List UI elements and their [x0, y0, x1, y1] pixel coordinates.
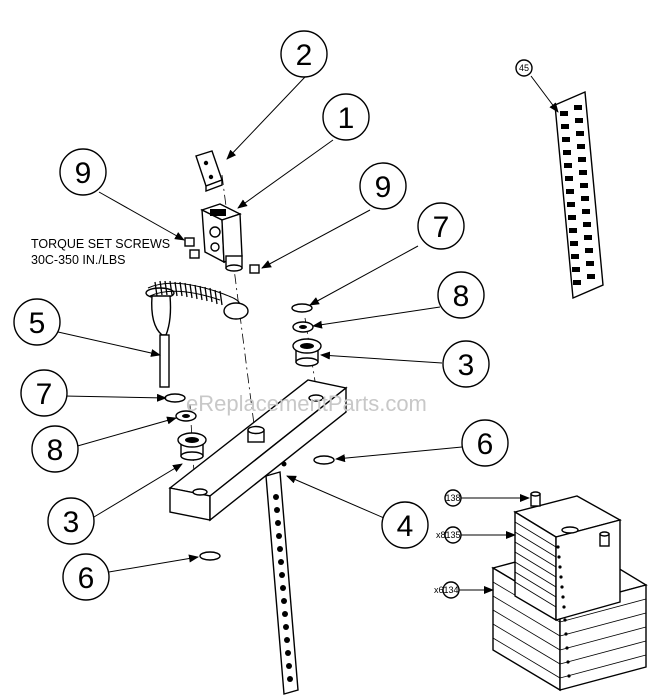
- part-4-selector-stem: [168, 379, 348, 695]
- svg-text:134: 134: [443, 585, 458, 595]
- svg-text:4: 4: [397, 510, 414, 543]
- part-1-selector-bracket: [200, 203, 243, 272]
- svg-text:45: 45: [519, 63, 529, 73]
- callout-7-right: 7: [417, 202, 465, 250]
- watermark: eReplacementParts.com: [186, 391, 427, 416]
- small-callout-134: x6 134: [434, 581, 494, 599]
- part-9-set-screw-right: [249, 264, 260, 274]
- svg-text:2: 2: [296, 39, 313, 72]
- svg-text:135: 135: [445, 530, 460, 540]
- callout-6-right: 6: [461, 419, 509, 467]
- svg-text:6: 6: [78, 562, 95, 595]
- callout-8-left: 8: [31, 425, 79, 473]
- selector-stem-holes: [273, 494, 293, 682]
- svg-text:9: 9: [375, 171, 392, 204]
- callout-9-left: 9: [59, 148, 107, 196]
- callout-7-left: 7: [20, 369, 68, 417]
- part-6-snap-ring-left: [199, 551, 221, 561]
- callout-2: 2: [280, 30, 328, 78]
- part-3-bushing-right: [292, 338, 322, 367]
- svg-text:138: 138: [445, 493, 460, 503]
- torque-note-line-1: TORQUE SET SCREWS: [31, 237, 170, 251]
- svg-text:6: 6: [477, 428, 494, 461]
- svg-text:1: 1: [338, 102, 355, 135]
- svg-text:3: 3: [63, 506, 80, 539]
- part-45-weight-decal: [554, 90, 604, 300]
- callout-4: 4: [381, 501, 429, 549]
- svg-text:x6: x6: [434, 585, 444, 595]
- part-8-washer-right: [292, 321, 314, 333]
- callout-leaders: [57, 76, 463, 575]
- callout-1: 1: [322, 93, 370, 141]
- svg-text:9: 9: [75, 157, 92, 190]
- svg-text:3: 3: [458, 349, 475, 382]
- part-2-top-plate: [195, 150, 223, 193]
- part-5-weight-pin: [145, 280, 249, 388]
- part-9-set-screw-left: [184, 237, 200, 259]
- svg-text:5: 5: [29, 307, 46, 340]
- svg-text:8: 8: [453, 280, 470, 313]
- part-8-washer-left: [175, 410, 197, 422]
- callout-9-right: 9: [359, 162, 407, 210]
- part-6-snap-ring-right: [313, 455, 335, 465]
- torque-note-line-2: 30C-350 IN./LBS: [31, 253, 126, 267]
- small-callout-45: 45: [515, 59, 559, 113]
- part-3-bushing-left: [177, 432, 207, 461]
- small-callout-135: x8 135: [436, 526, 516, 544]
- callout-3-right: 3: [442, 340, 490, 388]
- callout-6-left: 6: [62, 553, 110, 601]
- svg-text:x8: x8: [436, 530, 446, 540]
- callout-5: 5: [13, 298, 61, 346]
- svg-text:8: 8: [47, 434, 64, 467]
- part-7-retaining-ring-right: [291, 303, 313, 313]
- svg-text:7: 7: [433, 211, 450, 244]
- part-7-retaining-ring-left: [164, 393, 186, 403]
- callout-8-right: 8: [437, 271, 485, 319]
- small-callout-138: 138: [444, 489, 530, 507]
- weight-stack: [491, 491, 648, 692]
- svg-text:7: 7: [36, 378, 53, 411]
- callout-3-left: 3: [47, 497, 95, 545]
